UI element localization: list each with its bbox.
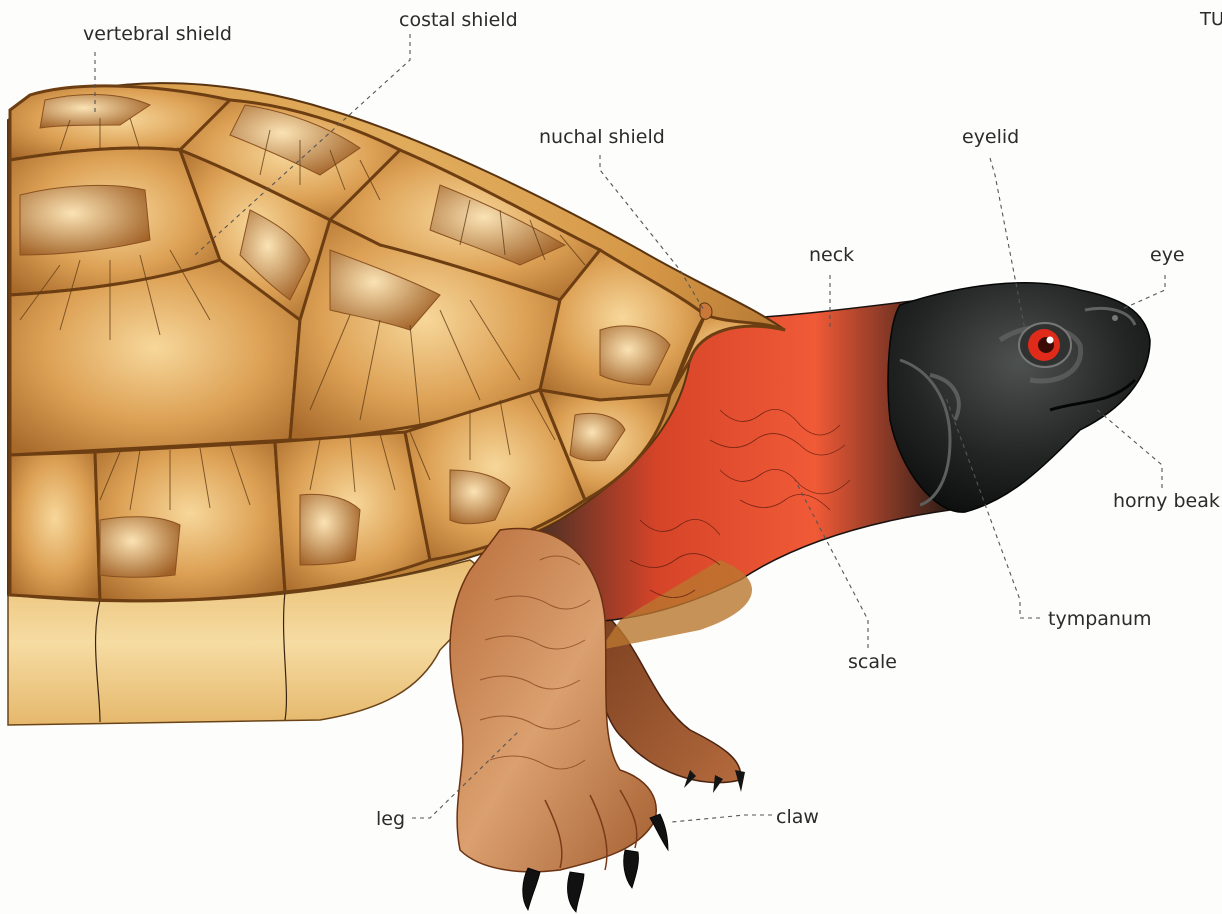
label-horny-beak: horny beak <box>1113 492 1220 511</box>
label-tympanum: tympanum <box>1048 610 1152 629</box>
label-neck: neck <box>809 246 854 265</box>
label-leg: leg <box>376 810 405 829</box>
eye-graphic <box>1019 323 1071 367</box>
head <box>888 283 1150 512</box>
label-eyelid: eyelid <box>962 128 1019 147</box>
label-vertebral-shield: vertebral shield <box>83 25 232 44</box>
label-eye: eye <box>1150 246 1185 265</box>
label-nuchal-shield: nuchal shield <box>539 128 665 147</box>
label-scale: scale <box>848 653 897 672</box>
label-costal-shield: costal shield <box>399 11 518 30</box>
label-corner: TU <box>1200 11 1222 29</box>
label-claw: claw <box>776 808 819 827</box>
